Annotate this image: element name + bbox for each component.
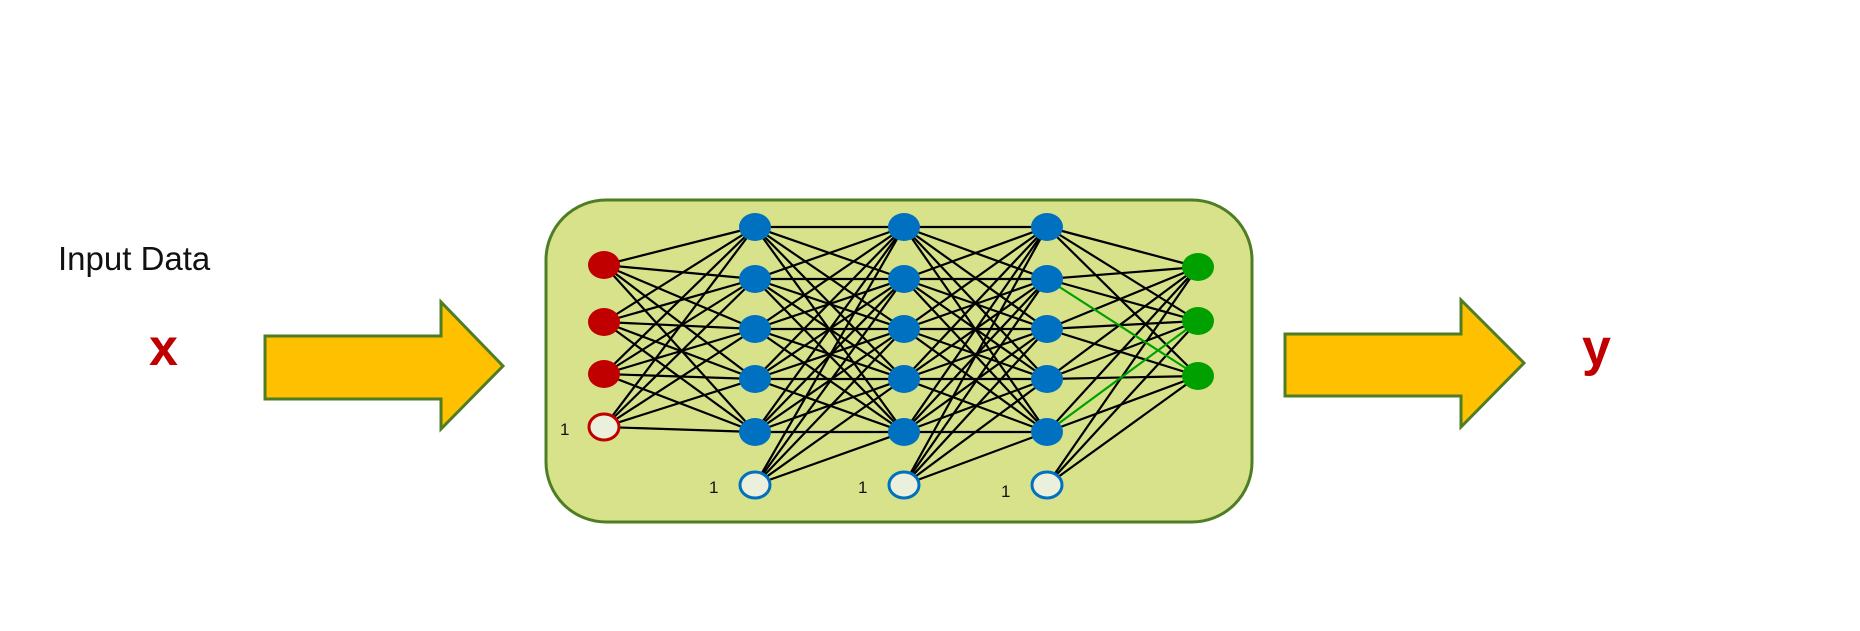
edge <box>754 226 905 486</box>
hidden-node <box>888 418 920 446</box>
bias-node <box>587 412 621 442</box>
edge <box>903 226 1048 486</box>
hidden-node <box>888 315 920 343</box>
hidden-node <box>739 213 771 241</box>
bias-node <box>1030 470 1064 500</box>
hidden-node <box>888 365 920 393</box>
edge <box>1046 225 1199 269</box>
edge <box>603 377 756 429</box>
edge <box>754 278 905 486</box>
edge <box>903 225 1048 281</box>
edge <box>603 263 756 281</box>
output-node <box>1182 253 1214 281</box>
edge <box>603 264 756 433</box>
hidden-node <box>739 365 771 393</box>
bias-node <box>887 470 921 500</box>
hidden-node <box>1031 213 1063 241</box>
edge <box>754 226 905 330</box>
edge <box>1046 266 1199 433</box>
input-node <box>588 251 620 279</box>
edge <box>1046 226 1199 377</box>
bias-label: 1 <box>560 420 569 439</box>
edge <box>903 226 1048 380</box>
edge <box>1046 319 1199 331</box>
edge <box>903 278 1048 486</box>
edge <box>754 378 905 486</box>
hidden-node <box>739 315 771 343</box>
hidden-node <box>888 265 920 293</box>
output-symbol: y <box>1582 319 1611 377</box>
network-nodes: 1 1 1 1 <box>560 213 1214 501</box>
edge <box>1046 277 1199 323</box>
bias-label: 1 <box>858 478 867 497</box>
edge <box>603 328 756 428</box>
hidden-node <box>739 265 771 293</box>
edge <box>603 264 756 380</box>
edge <box>1046 320 1199 486</box>
edge <box>603 226 756 428</box>
highlighted-edge <box>1046 278 1199 377</box>
edge <box>754 226 905 433</box>
edge <box>603 225 756 267</box>
edge <box>603 263 756 331</box>
edge <box>1046 265 1199 281</box>
edge <box>603 372 756 381</box>
edge <box>1046 327 1199 378</box>
bias-label: 1 <box>709 478 718 497</box>
hidden-node <box>739 418 771 446</box>
edge <box>903 226 1048 433</box>
input-symbol: x <box>149 319 178 377</box>
hidden-node <box>1031 365 1063 393</box>
input-arrow <box>263 298 506 433</box>
bias-node <box>738 470 772 500</box>
edge <box>754 430 905 487</box>
edge <box>1046 266 1199 380</box>
edge <box>603 425 756 434</box>
output-arrow <box>1283 296 1527 431</box>
edge <box>1046 375 1199 486</box>
hidden-node <box>888 213 920 241</box>
edge <box>754 226 905 380</box>
input-node <box>588 308 620 336</box>
network-edges <box>603 225 1199 487</box>
edge <box>903 378 1048 486</box>
highlighted-edge <box>1046 320 1199 433</box>
edge <box>903 328 1048 486</box>
hidden-node <box>1031 315 1063 343</box>
edge <box>603 226 756 375</box>
edge <box>603 278 756 428</box>
network-box <box>544 198 1254 524</box>
edge <box>603 226 756 323</box>
hidden-node <box>1031 265 1063 293</box>
edge <box>754 225 905 281</box>
edge <box>754 328 905 486</box>
edge <box>1046 265 1199 331</box>
output-node <box>1182 307 1214 335</box>
bias-label: 1 <box>1001 482 1010 501</box>
hidden-node <box>1031 418 1063 446</box>
output-node <box>1182 362 1214 390</box>
input-node <box>588 360 620 388</box>
edge <box>903 226 1048 330</box>
edge <box>903 430 1048 487</box>
input-data-label: Input Data <box>58 240 211 277</box>
